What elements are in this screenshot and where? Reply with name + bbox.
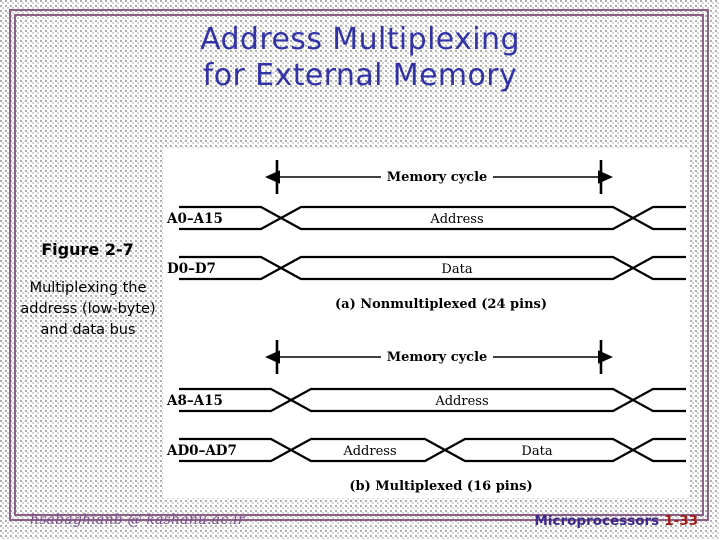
waveform-d0-d7 [179,255,686,281]
bus-segment-label-address-a: Address [429,212,483,227]
footer-page-number: 1-33 [664,513,698,529]
waveform-ad0-ad7 [179,437,686,463]
bus-segment-label-data-mux: Data [521,444,552,459]
bus-segment-label-address-mux: Address [342,444,396,459]
signal-label-a8-a15: A8–A15 [166,393,223,409]
figure-label: Figure 2-7 [41,240,134,259]
bus-segment-label-data-a: Data [441,262,472,277]
footer-email: hsabaghianb @ kashanu.ac.ir [30,512,245,528]
slide-border-outer [9,9,709,521]
bus-segment-label-address-b: Address [434,394,488,409]
diagram-caption-a: (a) Nonmultiplexed (24 pins) [335,297,547,312]
memory-cycle-label-a: Memory cycle [387,170,488,185]
page-title: Address Multiplexing for External Memory [200,22,520,93]
signal-label-ad0-ad7: AD0–AD7 [166,443,237,459]
memory-cycle-label-b: Memory cycle [387,350,488,365]
timing-diagram-panel: Memory cycle A0–A15 Address D0–D7 [163,148,690,498]
footer-course-name: Microprocessors [534,513,660,529]
waveform-a0-a15 [179,205,686,231]
slide-border-inner [14,14,704,516]
diagram-caption-b: (b) Multiplexed (16 pins) [349,479,532,494]
figure-description: Multiplexing the address (low-byte) and … [20,280,156,338]
signal-label-a0-a15: A0–A15 [166,211,223,227]
timing-diagram-svg: Memory cycle A0–A15 Address D0–D7 [166,160,686,494]
waveform-a8-a15 [179,387,686,413]
signal-label-d0-d7: D0–D7 [167,261,216,277]
